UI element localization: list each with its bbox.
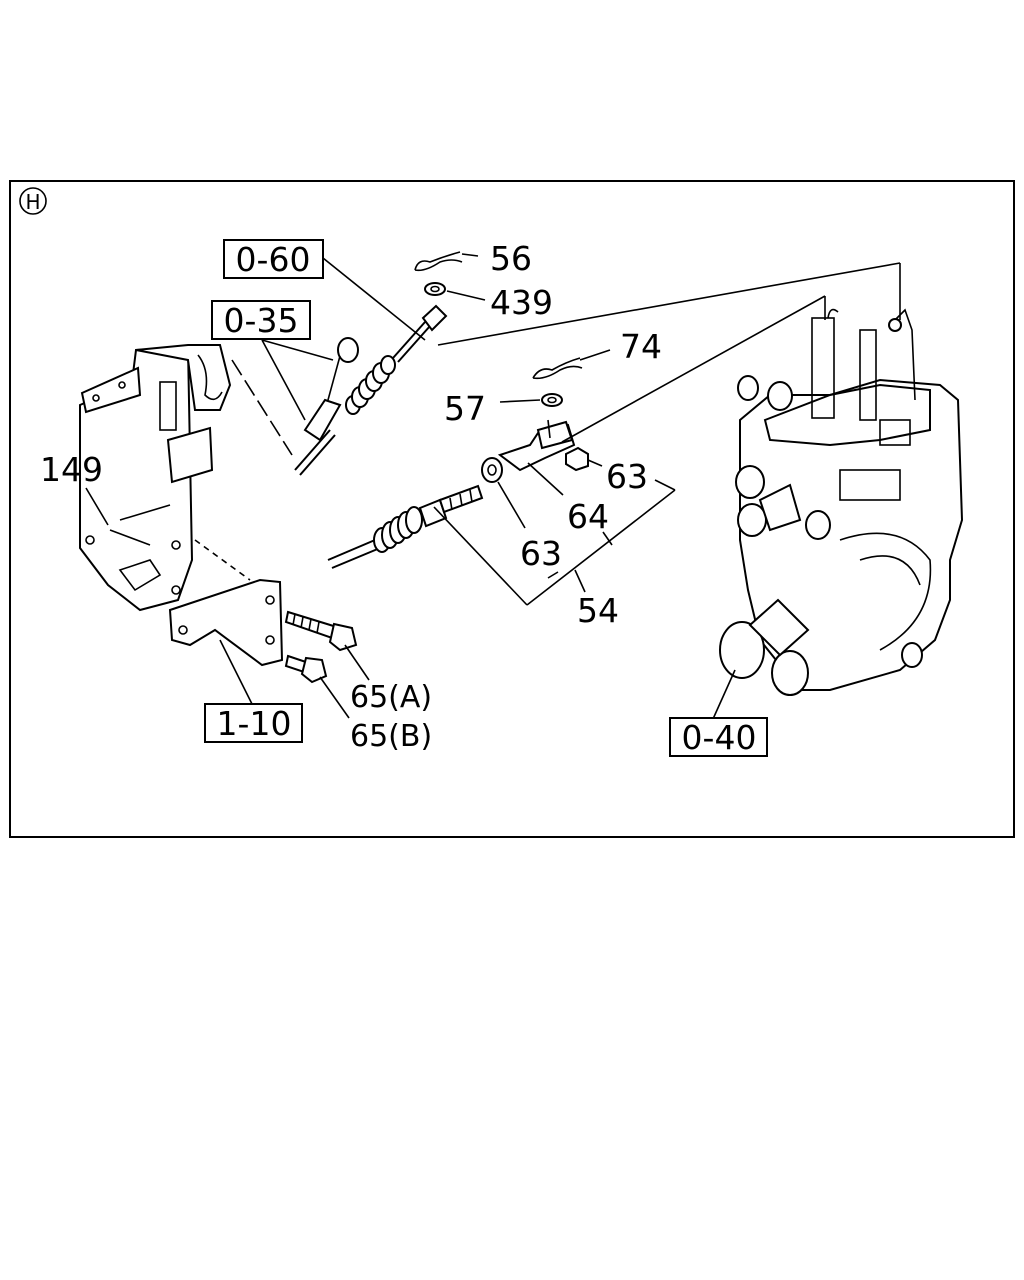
svg-text:0-35: 0-35 bbox=[224, 301, 299, 340]
callout-1-10: 1-10 bbox=[204, 703, 303, 743]
svg-text:0-40: 0-40 bbox=[682, 718, 757, 757]
section-marker-label: H bbox=[25, 190, 40, 214]
diagram-frame bbox=[9, 180, 1015, 838]
label-149: 149 bbox=[40, 450, 103, 489]
label-54: 54 bbox=[577, 591, 619, 630]
cable-0-35 bbox=[294, 304, 448, 476]
label-64: 64 bbox=[567, 497, 609, 536]
label-57: 57 bbox=[444, 389, 486, 428]
svg-text:0-60: 0-60 bbox=[236, 240, 311, 279]
cable-54 bbox=[327, 484, 484, 569]
callout-0-40: 0-40 bbox=[669, 717, 768, 757]
label-63-lower: 63 bbox=[520, 534, 562, 573]
cotter-pin-56 bbox=[414, 251, 463, 272]
bracket-64 bbox=[497, 419, 576, 472]
label-65b: 65(B) bbox=[350, 719, 432, 754]
bolt-65a bbox=[284, 610, 358, 652]
transmission-0-40 bbox=[719, 308, 964, 696]
washer-57 bbox=[541, 393, 563, 407]
svg-text:1-10: 1-10 bbox=[217, 704, 292, 743]
label-56: 56 bbox=[490, 239, 532, 278]
leader-lines bbox=[85, 253, 901, 720]
callout-0-60: 0-60 bbox=[223, 239, 324, 279]
label-65a: 65(A) bbox=[350, 680, 432, 715]
cotter-pin-74 bbox=[532, 357, 583, 380]
section-marker: H bbox=[19, 187, 47, 215]
label-74: 74 bbox=[620, 327, 662, 366]
label-439: 439 bbox=[490, 283, 553, 322]
nut-63-right bbox=[565, 446, 589, 472]
callout-0-35: 0-35 bbox=[211, 300, 311, 340]
label-63-right: 63 bbox=[606, 457, 648, 496]
washer-439 bbox=[424, 282, 446, 296]
bolt-65b bbox=[284, 654, 328, 684]
nut-63-lower bbox=[481, 457, 503, 483]
bracket-1-10 bbox=[168, 539, 284, 667]
bracket-149 bbox=[79, 344, 232, 612]
